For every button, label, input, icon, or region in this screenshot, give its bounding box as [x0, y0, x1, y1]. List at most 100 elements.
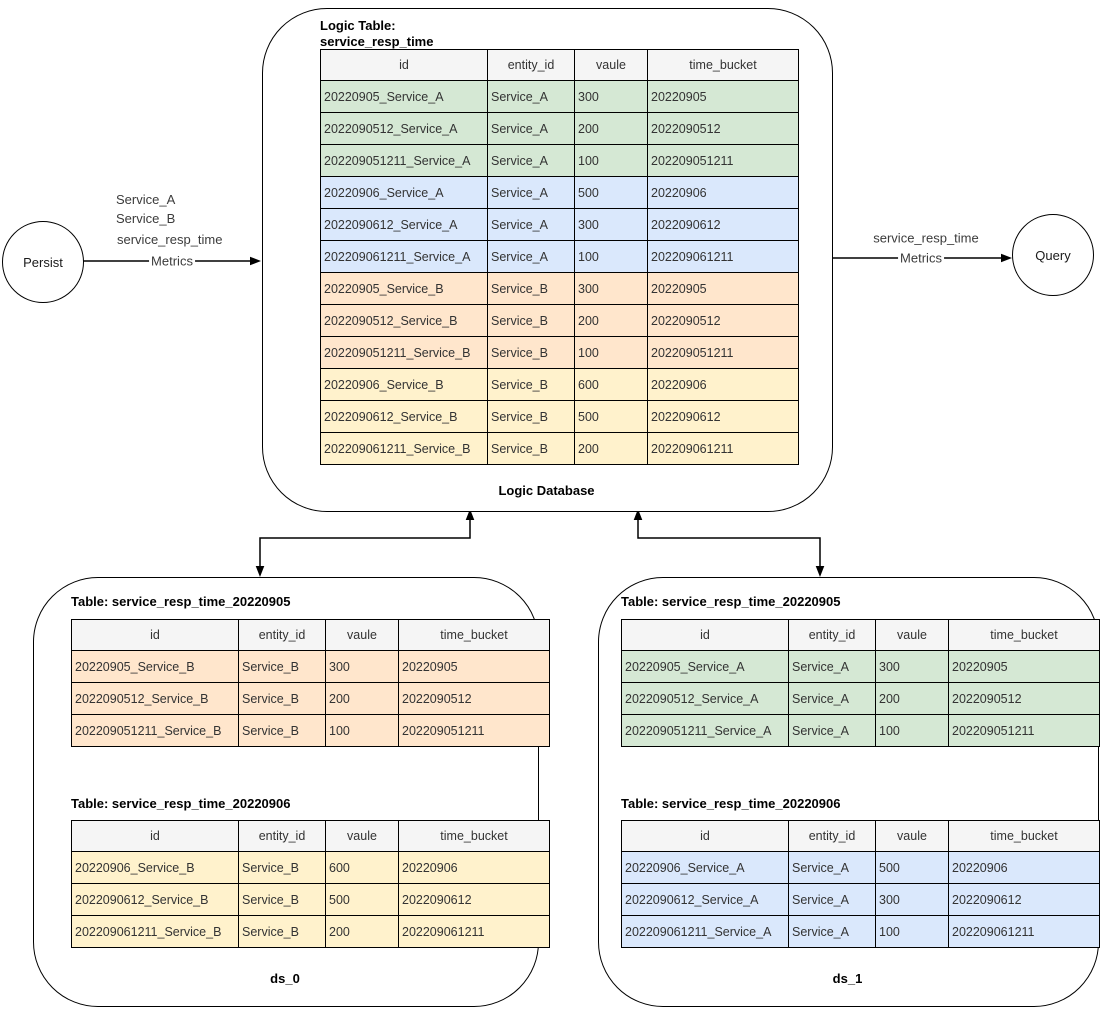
table-cell: Service_B	[487, 368, 575, 401]
table-cell: 300	[574, 80, 648, 113]
table-cell: 300	[325, 650, 399, 683]
table-cell: 2022090612_Service_A	[621, 883, 789, 916]
table-cell: 20220906_Service_B	[320, 368, 488, 401]
table-cell: 100	[574, 240, 648, 273]
table-cell: Service_B	[238, 851, 326, 884]
table-cell: Service_B	[487, 304, 575, 337]
table-cell: 2022090612	[398, 883, 550, 916]
table-cell: 202209061211	[647, 240, 799, 273]
edge-label-metrics-right: Metrics	[898, 250, 944, 266]
table-cell: Service_A	[788, 915, 876, 948]
arrowhead-down-icon	[815, 566, 825, 577]
table-cell: Service_A	[487, 176, 575, 209]
table-cell: 200	[574, 304, 648, 337]
table-cell: Service_A	[788, 682, 876, 715]
table-cell: 202209051211	[647, 144, 799, 177]
column-header: entity_id	[487, 49, 575, 81]
table-cell: 2022090512	[948, 682, 1100, 715]
edge-label-entity-a: Service_A	[116, 192, 176, 207]
column-header: id	[320, 49, 488, 81]
ds0-table-906-title: Table: service_resp_time_20220906	[71, 796, 291, 811]
table-cell: 20220905	[647, 272, 799, 305]
table-cell: 20220905	[398, 650, 550, 683]
table-cell: 100	[574, 336, 648, 369]
persist-node-label: Persist	[23, 254, 63, 270]
arrowhead-down-icon	[255, 566, 265, 577]
table-cell: 100	[875, 915, 949, 948]
table-cell: 20220905_Service_B	[320, 272, 488, 305]
column-header: vaule	[875, 619, 949, 651]
ds1-caption: ds_1	[832, 971, 863, 986]
logic-database-caption: Logic Database	[498, 483, 595, 498]
table-cell: 20220905	[647, 80, 799, 113]
column-header: entity_id	[788, 619, 876, 651]
table-cell: 2022090512_Service_A	[320, 112, 488, 145]
table-cell: 2022090512	[398, 682, 550, 715]
ds0-to-db-connector	[259, 515, 471, 570]
table-cell: 200	[574, 112, 648, 145]
ds1-table-905-title: Table: service_resp_time_20220905	[621, 594, 841, 609]
table-cell: 2022090512_Service_B	[71, 682, 239, 715]
table-cell: Service_A	[487, 240, 575, 273]
table-cell: 100	[574, 144, 648, 177]
table-cell: 500	[325, 883, 399, 916]
table-cell: Service_A	[788, 650, 876, 683]
table-cell: 20220905	[948, 650, 1100, 683]
table-cell: Service_B	[238, 714, 326, 747]
logic-table-title: Logic Table: service_resp_time	[320, 18, 434, 52]
column-header: time_bucket	[948, 820, 1100, 852]
column-header: entity_id	[788, 820, 876, 852]
column-header: vaule	[325, 820, 399, 852]
table-cell: 202209051211_Service_B	[320, 336, 488, 369]
table-cell: 2022090612_Service_B	[71, 883, 239, 916]
table-cell: 600	[574, 368, 648, 401]
table-cell: 2022090612	[647, 400, 799, 433]
table-cell: 20220905_Service_B	[71, 650, 239, 683]
table-cell: 202209061211	[948, 915, 1100, 948]
edge-label-metrics-left: Metrics	[149, 253, 195, 269]
table-cell: 20220906	[647, 368, 799, 401]
table-cell: Service_B	[238, 682, 326, 715]
table-cell: Service_A	[788, 851, 876, 884]
table-cell: 202209051211	[948, 714, 1100, 747]
table-cell: 202209051211_Service_A	[621, 714, 789, 747]
logic-table-title-line1: Logic Table:	[320, 18, 396, 33]
column-header: time_bucket	[398, 820, 550, 852]
table-cell: 202209061211_Service_B	[320, 432, 488, 465]
table-cell: 202209051211_Service_A	[320, 144, 488, 177]
table-cell: Service_A	[487, 144, 575, 177]
column-header: id	[71, 820, 239, 852]
arrowhead-right-icon	[250, 256, 261, 266]
table-cell: 200	[325, 915, 399, 948]
table-cell: 20220905_Service_A	[621, 650, 789, 683]
ds0-table-905-title: Table: service_resp_time_20220905	[71, 594, 291, 609]
column-header: vaule	[875, 820, 949, 852]
table-cell: 202209051211_Service_B	[71, 714, 239, 747]
table-cell: Service_B	[238, 650, 326, 683]
table-cell: 200	[875, 682, 949, 715]
table-cell: 20220906	[398, 851, 550, 884]
